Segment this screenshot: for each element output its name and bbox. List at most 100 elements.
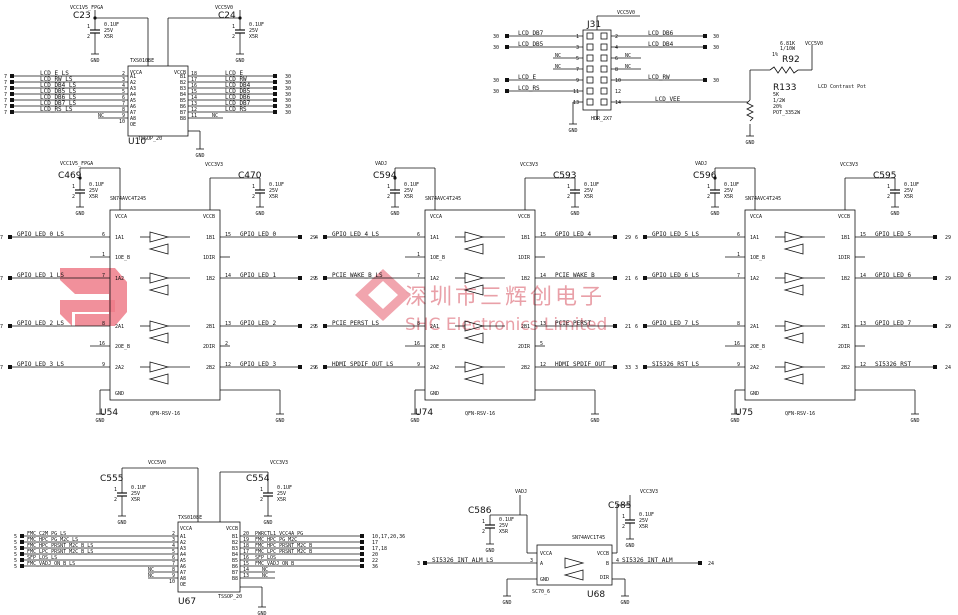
u74-sheet-ref: 5	[315, 276, 318, 282]
capacitor-ref: C595	[873, 171, 896, 181]
offpage-connector	[360, 558, 364, 562]
cap-pin-2: 2	[482, 529, 485, 535]
u74-pin-name: 2B2	[521, 365, 530, 371]
u10-net-label: LCD_DB4_LS	[40, 82, 77, 89]
buffer-triangle	[149, 361, 170, 373]
u67-pin-name: OE	[180, 582, 186, 588]
u10-net-label: LCD_RS	[225, 106, 247, 113]
offpage-connector	[423, 561, 427, 565]
u74-pin-number: 1	[417, 252, 420, 258]
u68-dir: DIR	[600, 575, 610, 581]
capacitor-value: 0.1UF	[499, 517, 514, 523]
ground-label: GND	[275, 418, 284, 424]
j31-pin-number: 6	[615, 56, 618, 62]
u67-pin-name: A1	[180, 534, 186, 540]
u67-net-label: SFP_LOS	[255, 555, 276, 561]
u75-pin-number: 1	[737, 252, 740, 258]
capacitor-dielectric: X5R	[639, 524, 649, 530]
j31-sheet-ref: 30	[493, 89, 499, 95]
ground-label: GND	[730, 418, 739, 424]
u54-sheet-ref: 29	[310, 365, 316, 371]
capacitor-ref: C586	[468, 506, 492, 516]
u54-pin-name: 1A2	[115, 276, 124, 282]
header-pin	[586, 76, 594, 84]
u68-sheet-in: 3	[417, 561, 420, 567]
ground-symbol: GND	[257, 603, 267, 615]
j31-sheet-ref: 30	[493, 78, 499, 84]
offpage-connector	[613, 235, 617, 239]
u67-pin-name: A5	[180, 558, 186, 564]
offpage-connector	[323, 235, 327, 239]
u75-sheet-ref: 29	[945, 276, 951, 282]
buffer-triangle	[149, 231, 170, 243]
u10-pin-number: 14	[191, 95, 197, 101]
offpage-connector	[273, 92, 277, 96]
u67-pin-number: 6	[172, 555, 175, 561]
offpage-connector	[933, 324, 937, 328]
u75-pin-name: 2A1	[750, 324, 759, 330]
cap-pin-1: 1	[887, 184, 890, 190]
u54-pin-number: 1	[102, 252, 105, 258]
buffer-triangle	[149, 272, 170, 284]
u10-pin-name: A8	[130, 116, 136, 122]
buffer-triangle	[148, 373, 169, 385]
u67-pin-number: 17	[243, 549, 249, 555]
j31-vcc-net: VCC5V0	[617, 10, 635, 16]
u67-vcca: VCCA	[180, 526, 192, 532]
capacitor-dielectric: X5R	[499, 529, 509, 535]
ground-symbol: GND	[95, 410, 105, 424]
u74-pin-number: 16	[414, 341, 420, 347]
u10-pin-number: 9	[122, 113, 125, 119]
j31-pin-number: 5	[576, 56, 579, 62]
u10-pin-number: 4	[122, 83, 125, 89]
u54-pin-name: 1B1	[206, 235, 215, 241]
header-pin	[586, 87, 594, 95]
r92-tolerance: 1/10W	[780, 46, 796, 52]
u10-pin-number: 18	[191, 71, 197, 77]
cap-pin-2: 2	[252, 194, 255, 200]
header-pin	[586, 98, 594, 106]
u74-pin-number: 12	[540, 362, 546, 368]
offpage-connector	[20, 552, 24, 556]
u54-pin-number: 9	[102, 362, 105, 368]
u68-package: SC70_6	[532, 589, 550, 595]
u74-sheet-ref: 33	[625, 365, 631, 371]
ground-symbol: GND	[620, 592, 630, 606]
u54-sheet-ref: 7	[0, 324, 3, 330]
offpage-connector	[643, 365, 647, 369]
ground-symbol: GND	[890, 203, 900, 217]
u74-net-label: PCIE_PERST	[555, 320, 592, 327]
u10-pin-number: 10	[119, 119, 125, 125]
u54-net-label: GPIO_LED_0	[240, 231, 277, 238]
r92-percent: 1%	[772, 52, 778, 58]
r133-part: POT_3352W	[773, 110, 801, 116]
capacitor-value: 0.1UF	[904, 182, 919, 188]
u10-net-label: LCD_RW	[225, 76, 247, 83]
r133-power: 1/2W	[773, 98, 786, 104]
u67-nc: NC	[262, 567, 268, 573]
cap-pin-2: 2	[887, 194, 890, 200]
cap-pin-2: 2	[707, 194, 710, 200]
u54-pin-name: 2A2	[115, 365, 124, 371]
u74-net-label: GPIO_LED_4	[555, 231, 592, 238]
j31-sheet-ref: 30	[493, 45, 499, 51]
j31-net-label: LCD_RS	[518, 85, 540, 92]
offpage-connector	[643, 235, 647, 239]
offpage-connector	[505, 45, 509, 49]
watermark-english: SHC Electronics Limited	[405, 315, 607, 335]
capacitor-voltage: 25V	[724, 188, 733, 194]
ground-label: GND	[568, 128, 577, 134]
u54-pin-number: 8	[102, 321, 105, 327]
ground-symbol: GND	[195, 145, 205, 159]
u10-pin-name: A7	[130, 110, 136, 116]
u10-pin-number: 11	[191, 113, 197, 119]
capacitor-value: 0.1UF	[277, 485, 292, 491]
cap-pin-1: 1	[260, 487, 263, 493]
buffer-triangle	[464, 231, 485, 243]
u74-sheet-ref: 6	[315, 365, 318, 371]
u10-pin-name: B5	[180, 98, 186, 104]
u74-ref: U74	[415, 408, 433, 418]
capacitor-value: 0.1UF	[249, 22, 264, 28]
